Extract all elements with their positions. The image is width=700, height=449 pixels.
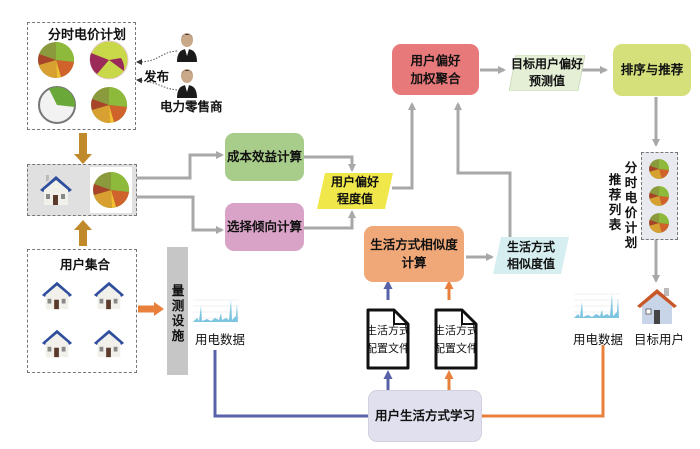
recommend-list-outer-label: 推荐列表 bbox=[608, 172, 622, 232]
usage-data-right-label: 用电数据 bbox=[573, 332, 624, 347]
businessman-icon bbox=[177, 69, 197, 98]
usage-chart-icon bbox=[574, 293, 620, 318]
pricing-plans-box: 分时电价计划 bbox=[27, 22, 136, 130]
pie-chart-1 bbox=[38, 41, 75, 79]
line-learning-to-right-data bbox=[482, 345, 605, 418]
house-icon bbox=[40, 175, 72, 205]
target-user-house-icon bbox=[637, 288, 677, 324]
arrow-choice-to-preference bbox=[304, 210, 356, 230]
sort-recommend-node: 排序与推荐 bbox=[613, 44, 691, 96]
arrow-cost-to-preference bbox=[304, 155, 356, 172]
pie-chart-icon bbox=[649, 213, 669, 233]
usage-chart-icon bbox=[193, 299, 239, 322]
cost-benefit-node: 成本效益计算 bbox=[225, 133, 304, 181]
house-icon bbox=[41, 329, 73, 358]
publish-curve-2 bbox=[136, 77, 178, 91]
meter-label: 量测设施 bbox=[171, 283, 185, 343]
arrow-preference-to-aggregation bbox=[392, 102, 416, 190]
arrow-profile-to-choice bbox=[137, 195, 224, 234]
pricing-plans-title: 分时电价计划 bbox=[48, 28, 127, 43]
document-icon: 生活方式 配置文件 bbox=[434, 324, 478, 355]
line-left-data-to-learning bbox=[213, 350, 368, 418]
weighted-aggregation-node: 用户偏好 加权聚合 bbox=[392, 44, 479, 95]
publish-label: 发布 bbox=[144, 69, 170, 84]
recommend-list-inner-label: 分时电价计划 bbox=[624, 160, 638, 250]
similarity-value: 生活方式 相似度值 bbox=[493, 237, 569, 274]
pie-chart-2 bbox=[89, 40, 129, 80]
document-icon: 生活方式 配置文件 bbox=[366, 324, 410, 355]
lifestyle-similarity-node: 生活方式相似度 计算 bbox=[364, 226, 464, 282]
target-user-label: 目标用户 bbox=[634, 332, 685, 347]
house-icon bbox=[93, 329, 125, 358]
pie-chart-icon bbox=[649, 159, 669, 179]
businessman-icon bbox=[177, 33, 197, 62]
user-set-box: 用户集合 bbox=[27, 249, 137, 373]
user-profile-box bbox=[27, 164, 137, 216]
lifestyle-learning-node: 用户生活方式学习 bbox=[368, 390, 482, 442]
pie-chart-3 bbox=[38, 86, 76, 124]
house-icon bbox=[93, 281, 125, 310]
lifestyle-profile-doc-1: 生活方式 配置文件 bbox=[366, 308, 410, 370]
pie-chart-icon bbox=[93, 171, 130, 209]
pie-chart-icon bbox=[649, 186, 669, 206]
arrow-similarity-to-aggregation bbox=[454, 102, 512, 237]
meter-box bbox=[167, 247, 188, 375]
arrow-profile-to-cost bbox=[137, 151, 224, 180]
usage-data-left-label: 用电数据 bbox=[195, 332, 246, 347]
recommend-list-box bbox=[641, 152, 678, 240]
lifestyle-profile-doc-2: 生活方式 配置文件 bbox=[434, 308, 478, 370]
house-icon bbox=[41, 281, 73, 310]
retailer-label: 电力零售商 bbox=[160, 99, 223, 114]
preference-degree-value: 用户偏好 程度值 bbox=[317, 173, 393, 209]
choice-tendency-node: 选择倾向计算 bbox=[225, 203, 304, 251]
pie-chart-4 bbox=[91, 86, 128, 124]
publish-curve-1 bbox=[136, 50, 178, 65]
target-prediction-value: 目标用户偏好 预测值 bbox=[509, 55, 585, 91]
user-set-title: 用户集合 bbox=[60, 257, 111, 272]
